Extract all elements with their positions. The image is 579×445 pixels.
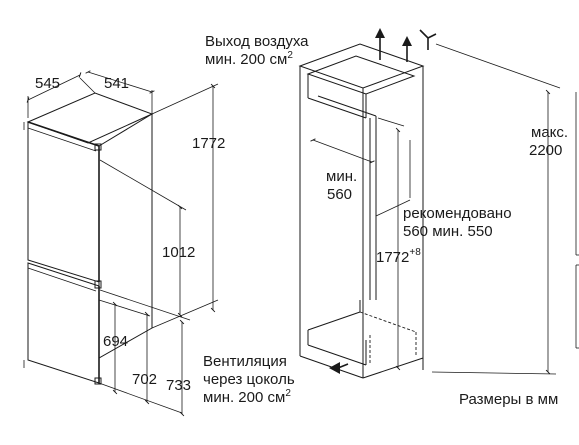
vent-label-1: Вентиляция <box>203 353 287 370</box>
fridge-lower-door <box>27 262 100 384</box>
units-note: Размеры в мм <box>459 391 558 408</box>
svg-text:мин. 200 см2: мин. 200 см2 <box>205 50 293 68</box>
niche-min-label: мин. <box>326 168 357 185</box>
niche-recommended-value: 560 мин. 550 <box>403 223 493 240</box>
ventilation-note: Вентиляция через цоколь мин. 200 см2 <box>203 353 295 406</box>
niche-height-value: 1772 <box>376 249 409 266</box>
arrow-up-icon <box>402 36 412 46</box>
niche-min-value: 560 <box>327 186 352 203</box>
niche-max-value: 2200 <box>529 142 562 159</box>
fridge-694-value: 694 <box>103 333 128 350</box>
air-outlet-exp: 2 <box>287 50 293 61</box>
arrow-up-icon <box>375 28 385 38</box>
vent-min: мин. 200 см <box>203 389 285 406</box>
air-outlet-note: Выход воздуха мин. 200 см2 <box>205 33 309 68</box>
arrow-left-icon <box>329 362 340 374</box>
fan-icon <box>419 29 437 50</box>
fridge-733-value: 733 <box>166 377 191 394</box>
niche-max-label: макс. <box>531 124 568 141</box>
hinge-icon <box>94 377 102 385</box>
hinge-icon <box>94 280 102 289</box>
svg-text:мин. 200 см2: мин. 200 см2 <box>203 388 291 406</box>
niche-drawing: мин. 560 рекомендовано 560 мин. 550 1772… <box>298 28 579 379</box>
niche-top-face <box>298 43 425 89</box>
niche-height-tolerance: +8 <box>409 247 421 258</box>
fridge-upper-door <box>27 121 100 283</box>
niche-recommended-label: рекомендовано <box>403 205 512 222</box>
svg-text:1772+8: 1772+8 <box>376 247 421 266</box>
fridge-upper-height-value: 1012 <box>162 244 195 261</box>
vent-min-exp: 2 <box>285 388 291 399</box>
fridge-depth-value: 541 <box>104 75 129 92</box>
fridge-total-height-value: 1772 <box>192 135 225 152</box>
fridge-drawing: 545 541 1772 1012 694 702 733 <box>23 70 225 417</box>
fridge-top-face <box>26 92 154 144</box>
fridge-702-value: 702 <box>132 371 157 388</box>
hinge-icon <box>94 143 102 151</box>
fridge-side-panel <box>98 113 153 359</box>
air-outlet-min: мин. 200 см <box>205 51 287 68</box>
fridge-width-value: 545 <box>35 75 60 92</box>
vent-label-2: через цоколь <box>203 371 295 388</box>
air-outlet-label: Выход воздуха <box>205 33 309 50</box>
niche-inner-top <box>306 55 416 95</box>
